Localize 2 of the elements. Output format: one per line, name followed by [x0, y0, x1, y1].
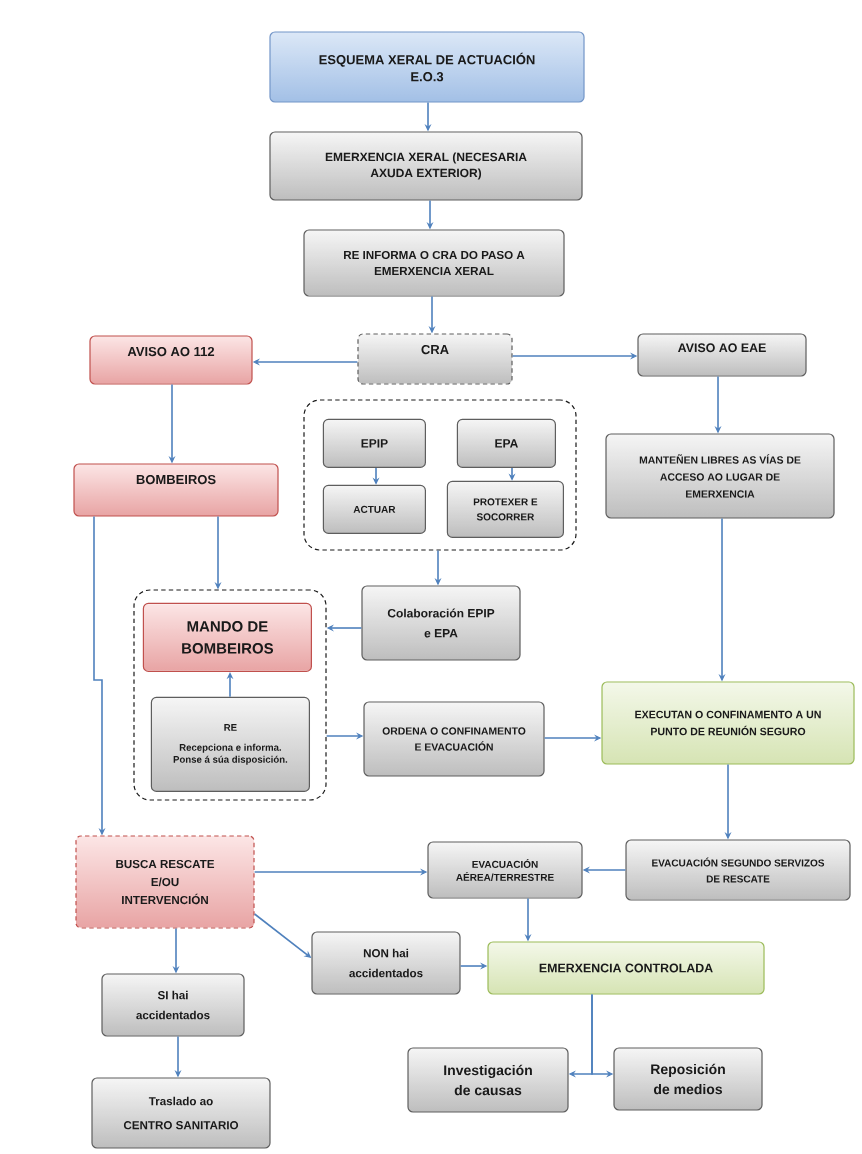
group-frame: [133, 589, 327, 801]
group-frame: [303, 399, 577, 551]
